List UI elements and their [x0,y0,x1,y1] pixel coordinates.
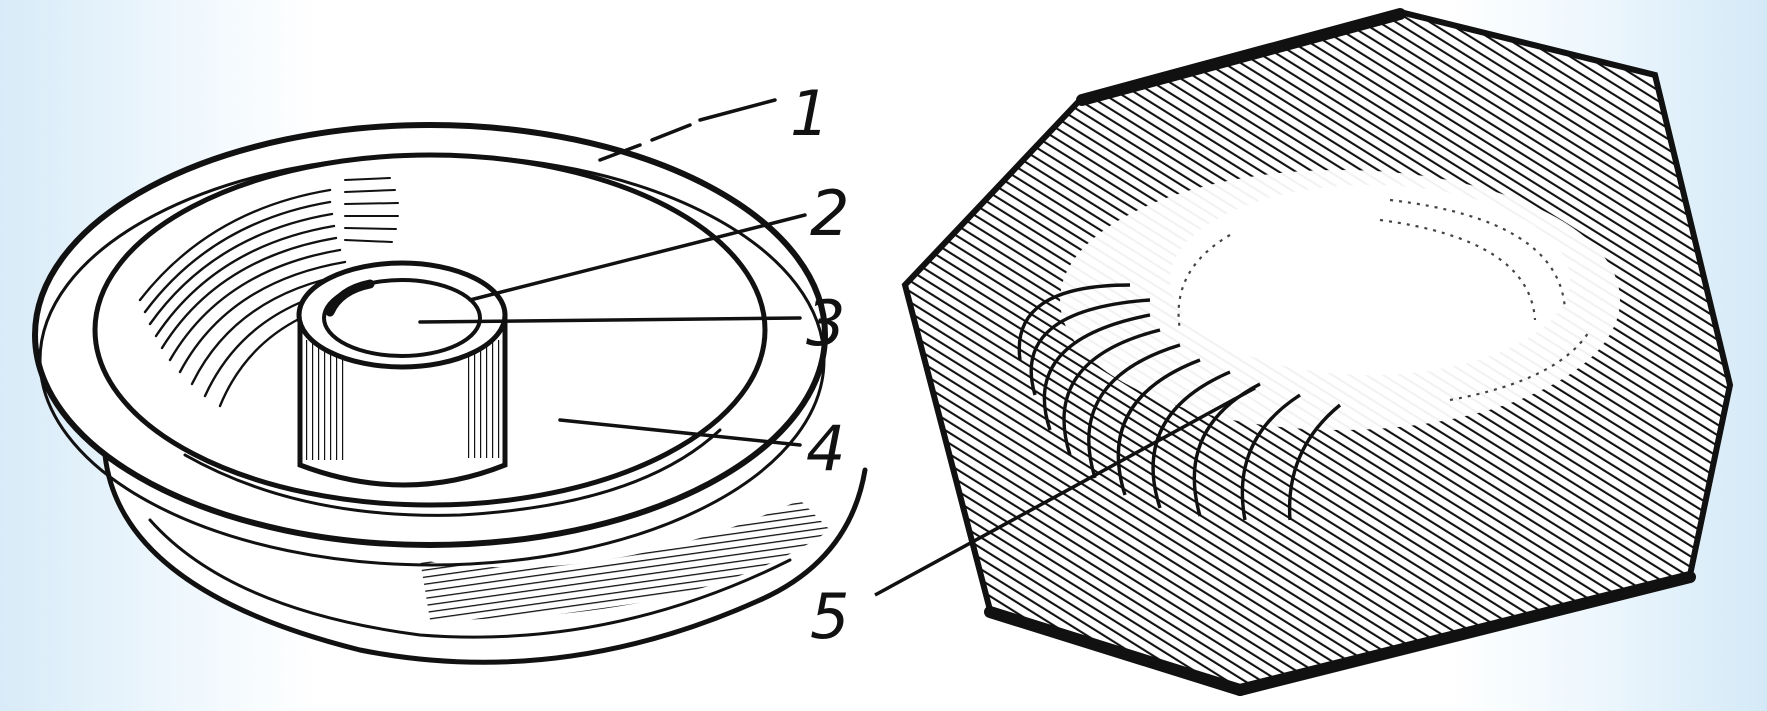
callout-label-5: 5 [810,580,849,653]
octagonal-plate [905,12,1730,690]
ring-dish [35,125,865,662]
leader-1 [600,100,775,160]
callout-label-3: 3 [806,287,845,360]
callout-label-4: 4 [806,412,845,485]
callout-label-1: 1 [790,77,829,150]
tube-shading-right [468,340,500,458]
callout-label-2: 2 [810,177,849,250]
